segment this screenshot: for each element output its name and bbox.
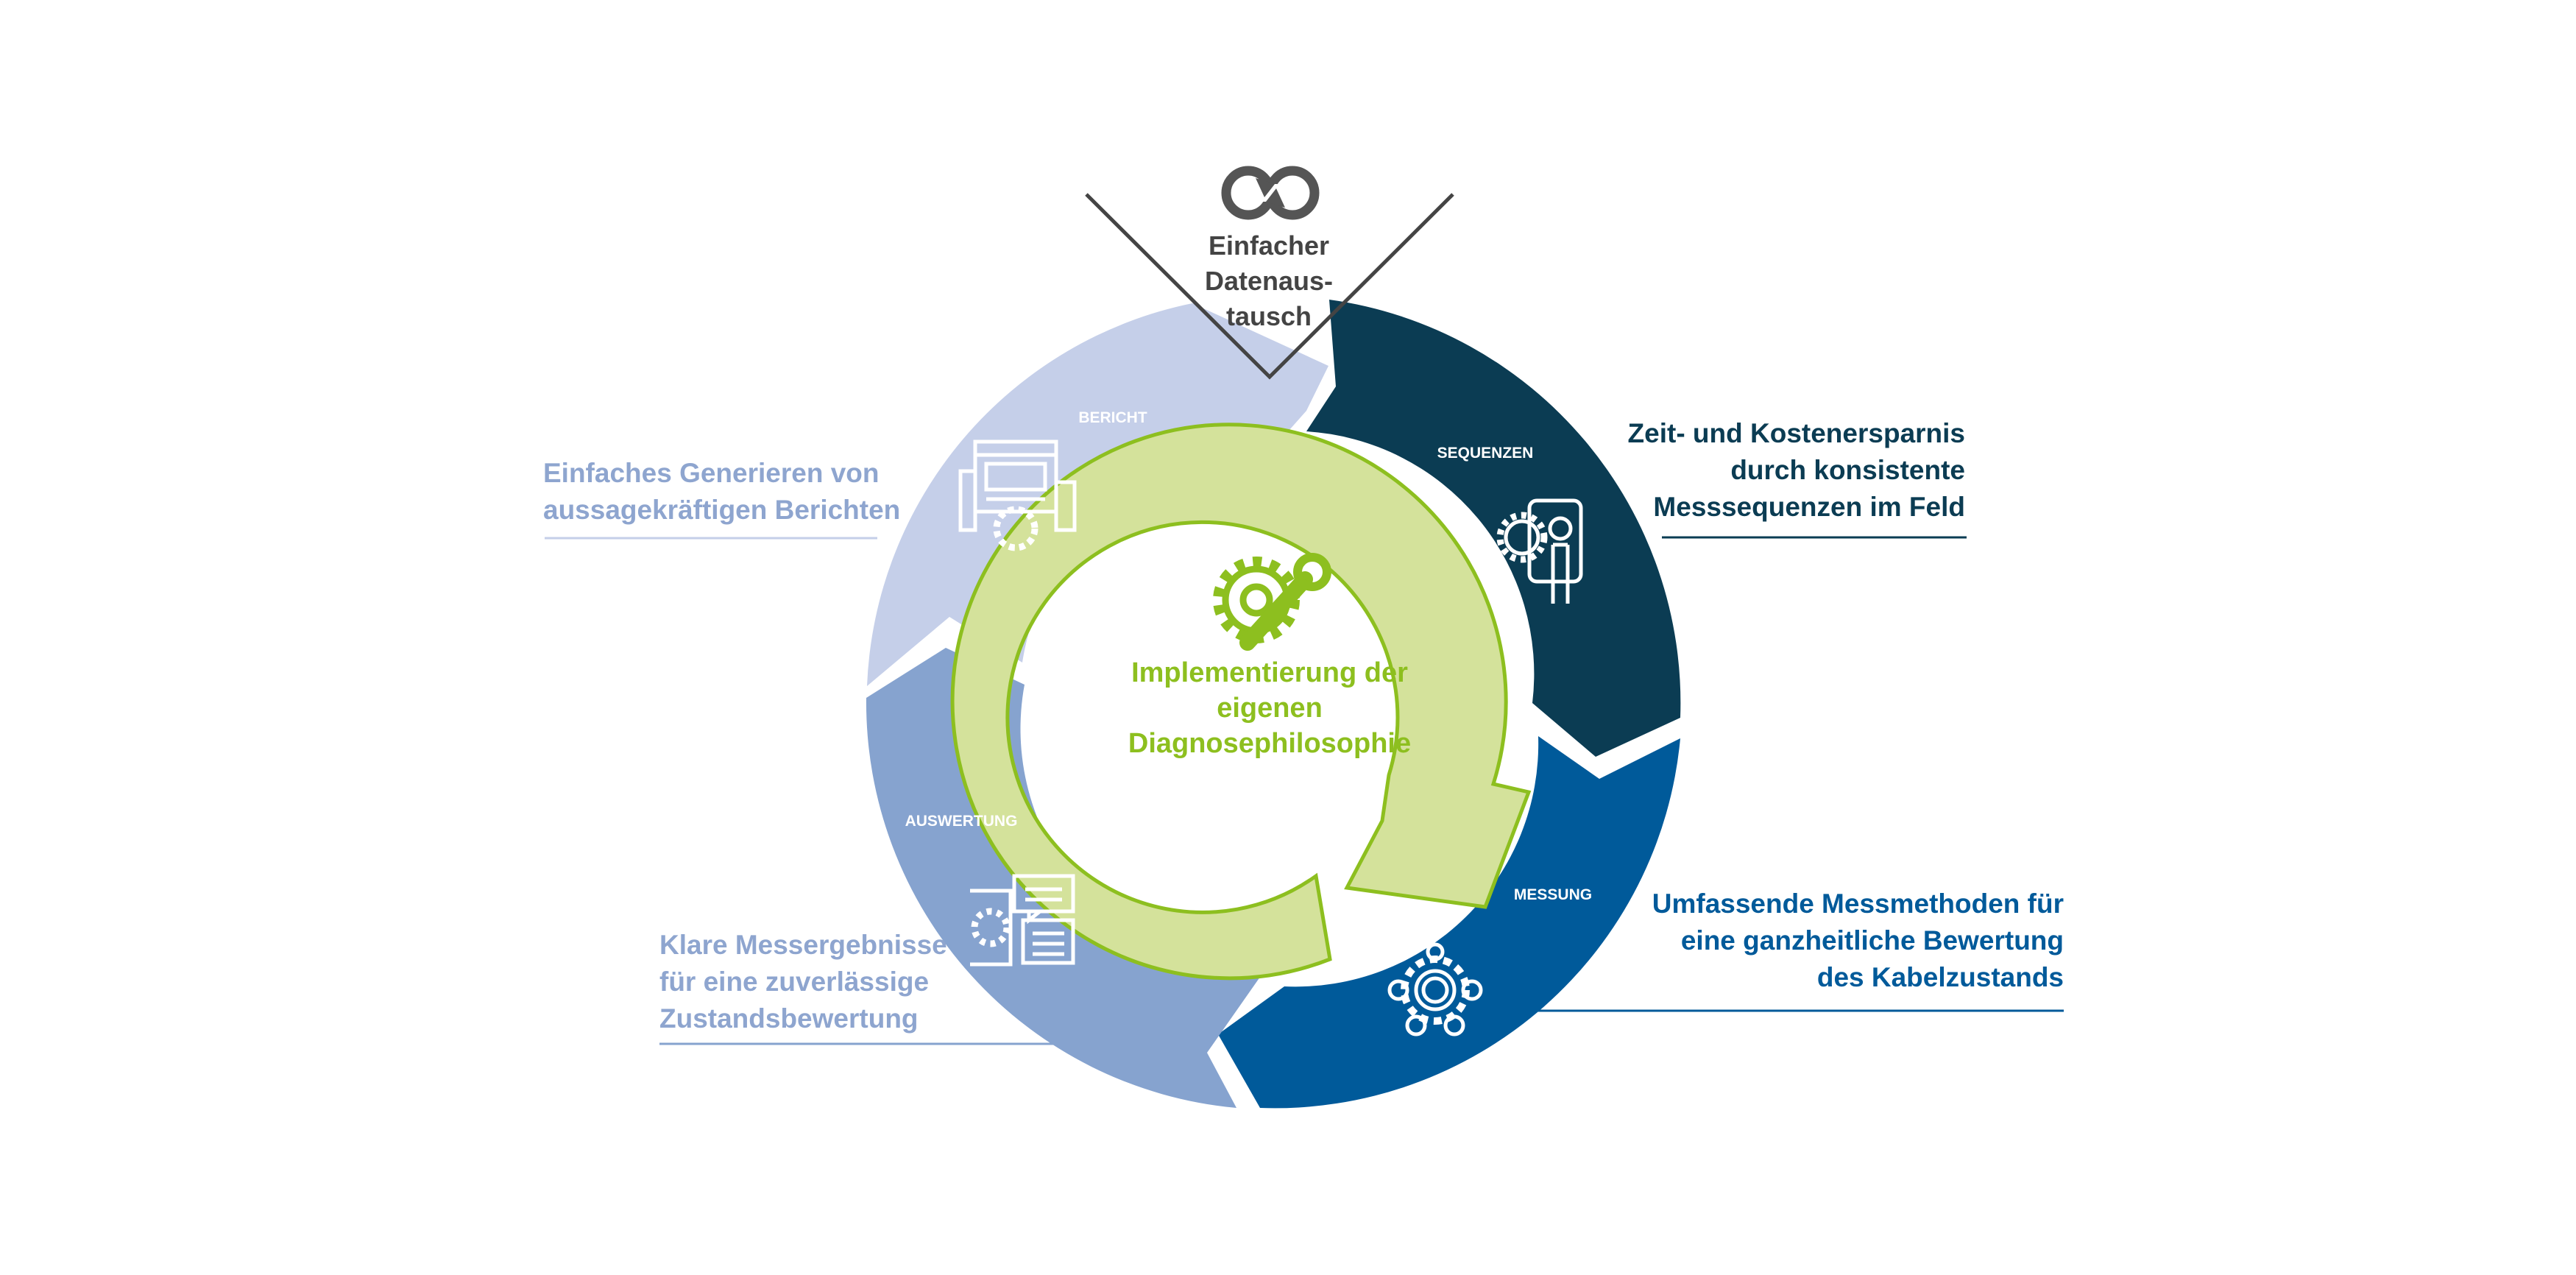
- callout-messung-line3: des Kabelzustands: [1816, 962, 2064, 992]
- cycle-arrow: [950, 423, 1532, 981]
- infinity-exchange-icon: [1221, 166, 1320, 220]
- segment-messung: [1218, 736, 1680, 1109]
- callout-sequenzen: Zeit- und Kostenersparnis durch konsiste…: [1604, 415, 1965, 526]
- report-gear-icon: [958, 439, 1077, 551]
- top-label-line2: Datenaus-: [1205, 266, 1333, 296]
- callout-messung-line2: eine ganzheitliche Bewertung: [1680, 925, 2064, 956]
- top-label-line3: tausch: [1226, 301, 1312, 331]
- person-gear-icon: [1496, 498, 1583, 604]
- callout-bericht: Einfaches Generieren von aussagekräftige…: [543, 455, 900, 529]
- gear-network-icon: [1387, 942, 1483, 1036]
- center-label-line2: eigenen: [1217, 693, 1323, 724]
- callout-bericht-line2: aussagekräftigen Berichten: [543, 495, 901, 525]
- callout-auswertung-line1: Klare Messergebnisse: [659, 930, 947, 960]
- top-label-line1: Einfacher: [1209, 230, 1329, 261]
- callout-messung-line1: Umfassende Messmethoden für: [1652, 889, 2064, 919]
- center-label-line3: Diagnosephilosophie: [1128, 728, 1411, 759]
- callout-bericht-line1: Einfaches Generieren von: [543, 458, 880, 488]
- segment-label-messung: MESSUNG: [1514, 886, 1592, 903]
- evaluation-chat-icon: [970, 874, 1075, 967]
- segment-label-bericht: BERICHT: [1078, 409, 1147, 426]
- callout-sequenzen-line3: Messsequenzen im Feld: [1653, 492, 1965, 522]
- gear-wrench-icon: [1213, 553, 1331, 651]
- segment-label-auswertung: AUSWERTUNG: [905, 813, 1018, 830]
- callout-messung: Umfassende Messmethoden für eine ganzhei…: [1619, 886, 2064, 996]
- callout-sequenzen-line1: Zeit- und Kostenersparnis: [1627, 418, 1965, 448]
- segment-label-sequenzen: SEQUENZEN: [1437, 445, 1534, 462]
- segment-sequenzen: [1306, 300, 1681, 757]
- callout-auswertung-line3: Zustandsbewertung: [659, 1003, 919, 1034]
- center-label-line1: Implementierung der: [1131, 657, 1408, 688]
- callout-auswertung-line2: für eine zuverlässige: [659, 967, 930, 997]
- top-notch-chevron: [1085, 193, 1454, 380]
- callout-auswertung: Klare Messergebnisse für eine zuverlässi…: [659, 927, 947, 1037]
- callout-sequenzen-line2: durch konsistente: [1730, 455, 1965, 485]
